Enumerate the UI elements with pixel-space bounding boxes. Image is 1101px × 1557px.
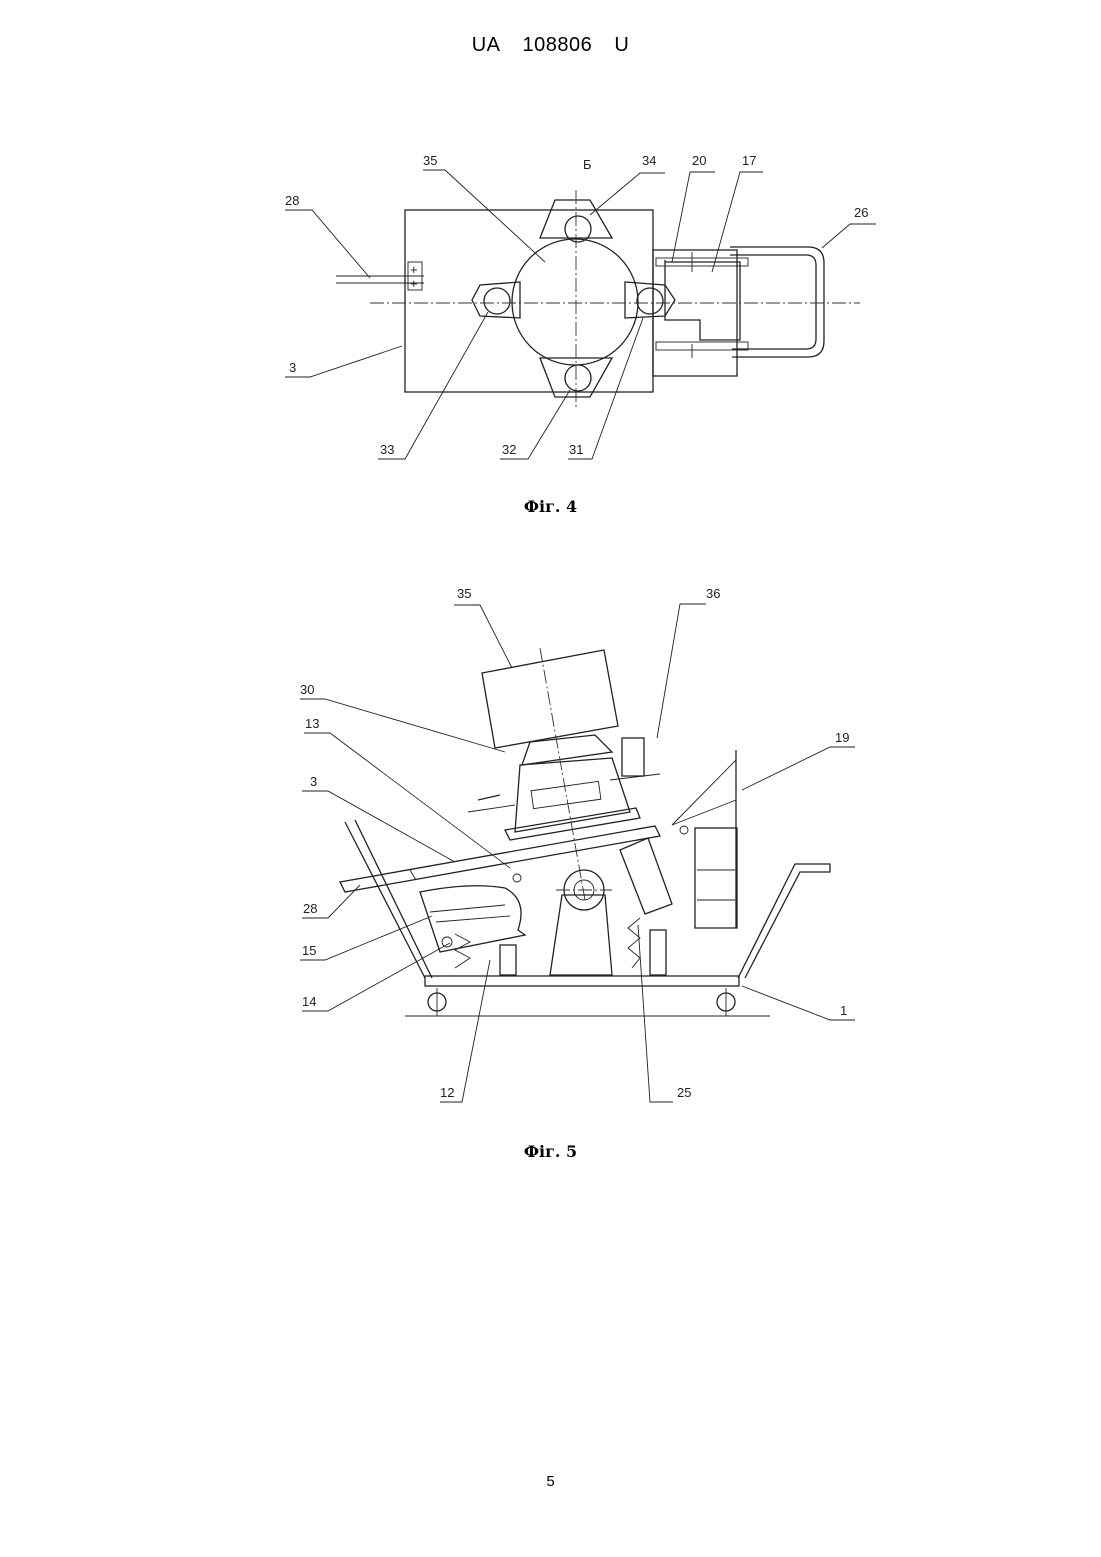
label-36: 36 — [706, 586, 720, 601]
page-number: 5 — [0, 1473, 1101, 1490]
label-25: 25 — [677, 1085, 691, 1100]
label-13: 13 — [305, 716, 319, 731]
label-3: 3 — [310, 774, 317, 789]
label-15: 15 — [302, 943, 316, 958]
label-35: 35 — [457, 586, 471, 601]
label-30: 30 — [300, 682, 314, 697]
label-28: 28 — [303, 901, 317, 916]
label-14: 14 — [302, 994, 316, 1009]
figure-5-caption: Фіг. 5 — [0, 1142, 1101, 1161]
figure-5-drawing: 35 36 30 13 3 19 28 15 14 12 25 1 — [0, 0, 1101, 1130]
label-1: 1 — [840, 1003, 847, 1018]
label-19: 19 — [835, 730, 849, 745]
label-12: 12 — [440, 1085, 454, 1100]
